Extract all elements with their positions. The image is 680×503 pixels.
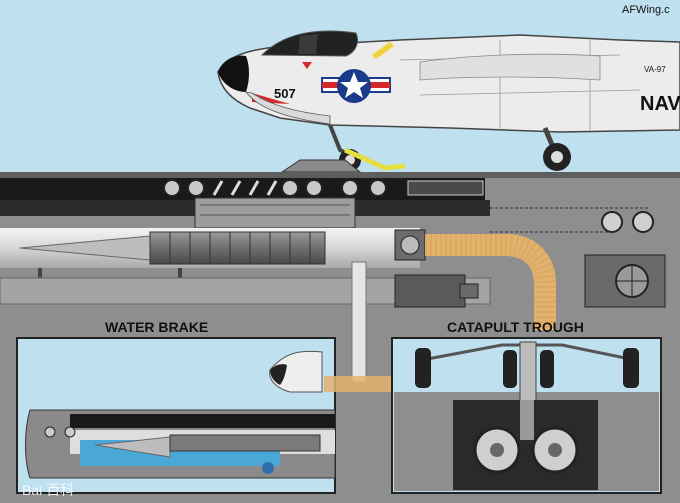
trough-right-wheel [623, 348, 639, 388]
catapult-trough-panel: CATAPULT TROUGH [391, 319, 662, 494]
source-credit: AFWing.c [622, 4, 670, 16]
steam-pipe [425, 234, 556, 330]
tail-code: VA-97 [644, 65, 666, 74]
watermark: Bai 百科 [22, 482, 74, 498]
water-brake-title: WATER BRAKE [105, 319, 208, 335]
pump-motor [394, 274, 466, 308]
trough-left-wheel [415, 348, 431, 388]
nose-number: 507 [274, 86, 296, 101]
water-brake-panel: WATER BRAKE [16, 319, 336, 494]
catapult-trough-title: CATAPULT TROUGH [447, 319, 584, 335]
track-rollers [163, 179, 484, 197]
pulley-system [490, 207, 666, 308]
piston [149, 231, 326, 265]
launch-bar [343, 147, 406, 171]
shuttle-carriage [194, 197, 356, 229]
fuselage-text: NAV [640, 93, 680, 115]
aircraft: 507 VA-97 NAV [217, 30, 680, 171]
